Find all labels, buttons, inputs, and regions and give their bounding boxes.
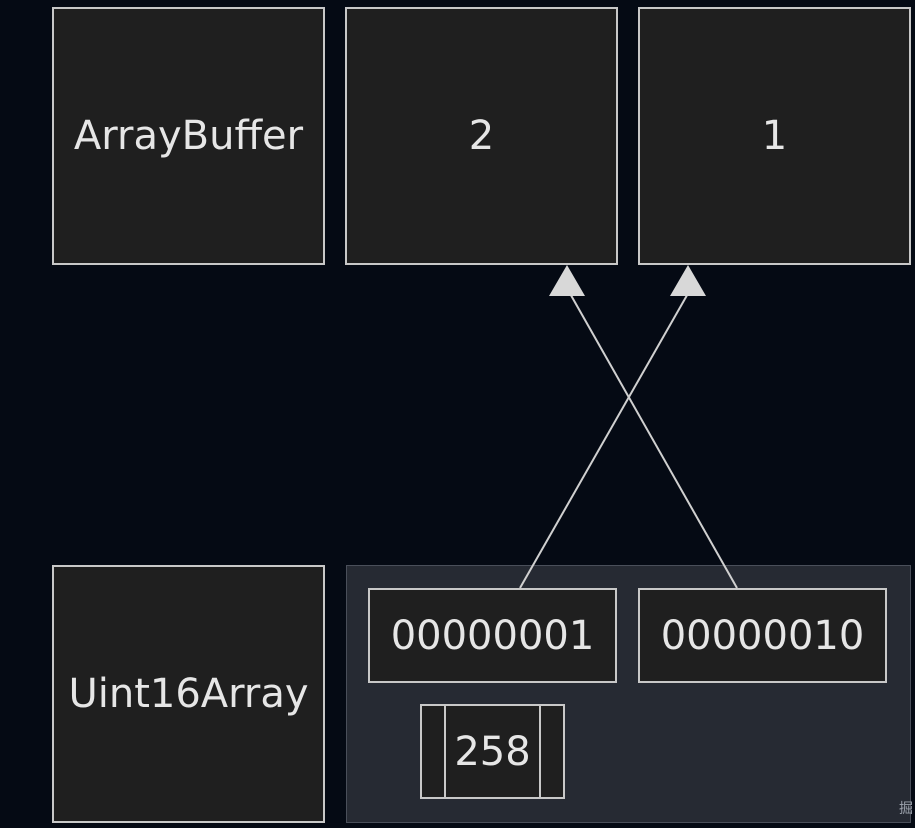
uint16array-label-box: Uint16Array [52,565,325,823]
arrow-byte1-to-cell0 [567,289,738,589]
watermark: 掘 [899,801,913,817]
arraybuffer-label: ArrayBuffer [73,113,304,159]
buffer-cell-value: 2 [468,113,495,159]
arrow-byte0-to-cell1 [519,289,691,589]
byte-bits: 00000001 [390,612,595,659]
value-cell-left-divider [444,706,446,797]
view-byte-1: 00000010 [638,588,887,683]
uint16-value: 258 [454,728,531,775]
arraybuffer-label-box: ArrayBuffer [52,7,325,265]
byte-bits: 00000010 [660,612,865,659]
uint16-value-cell: 258 [420,704,565,799]
buffer-cell-0: 2 [345,7,618,265]
view-byte-0: 00000001 [368,588,617,683]
arrowhead-cell1 [670,265,706,296]
value-cell-right-divider [539,706,541,797]
buffer-cell-value: 1 [761,113,788,159]
uint16array-label: Uint16Array [68,671,309,717]
buffer-cell-1: 1 [638,7,911,265]
arrowhead-cell0 [549,265,585,296]
